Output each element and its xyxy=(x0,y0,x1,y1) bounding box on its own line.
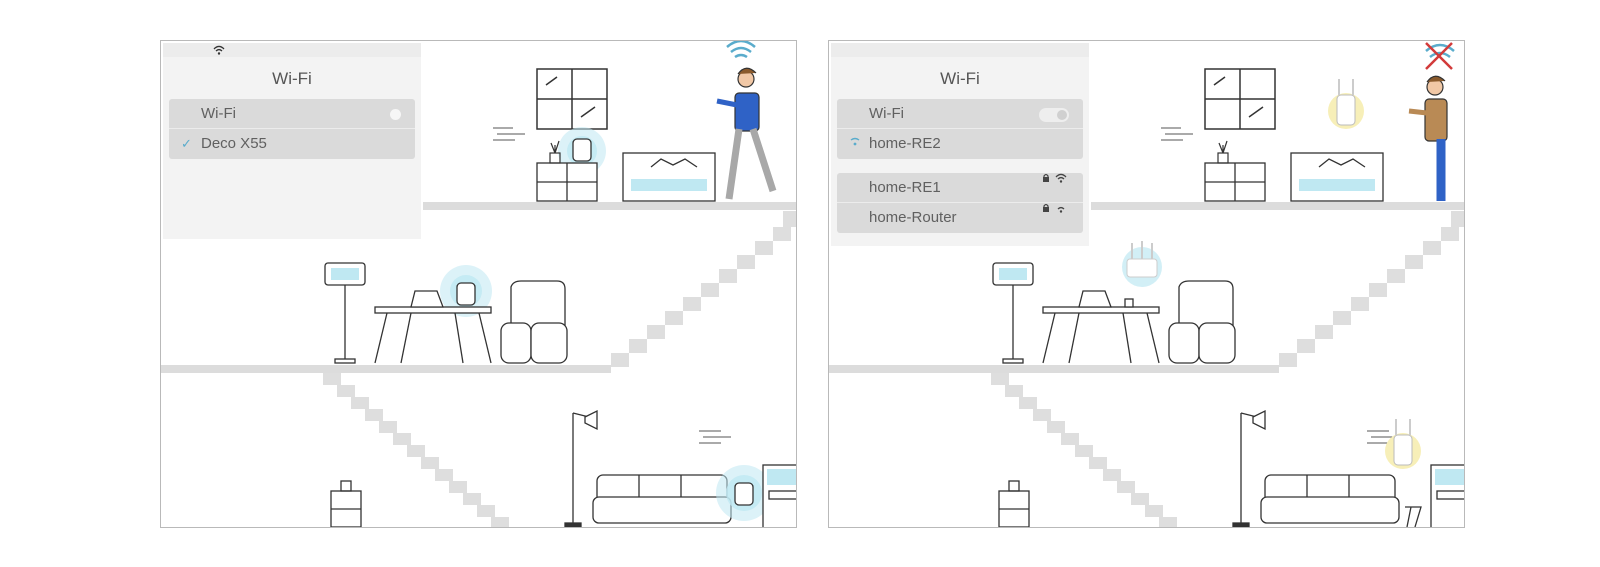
range-extender-re2 xyxy=(1336,94,1356,126)
lock-icon xyxy=(1043,203,1049,212)
floor-lamp xyxy=(324,262,366,364)
middle-floor xyxy=(161,365,611,373)
staircase-upper xyxy=(1279,211,1464,367)
wifi-weak-icon xyxy=(1057,206,1065,213)
network-item-deco[interactable]: ✓ Deco X55 xyxy=(169,129,415,159)
side-cabinet-lower xyxy=(330,480,362,527)
house-illustration xyxy=(161,41,796,527)
current-network-group: Wi-Fi home-RE2 xyxy=(837,99,1083,159)
panel-title: Wi-Fi xyxy=(272,69,312,88)
upper-floor xyxy=(423,202,796,210)
panel-title: Wi-Fi xyxy=(940,69,980,88)
house-illustration xyxy=(829,42,1464,527)
wifi-toggle[interactable] xyxy=(390,109,401,120)
wifi-toggle-label: Wi-Fi xyxy=(201,105,236,122)
tv-stand xyxy=(762,464,796,527)
staircase-lower xyxy=(323,373,509,527)
floor-lamp-lower xyxy=(564,409,598,527)
status-bar xyxy=(163,43,421,57)
desk xyxy=(374,290,492,364)
desk xyxy=(1042,290,1160,364)
wifi-toggle-row[interactable]: Wi-Fi xyxy=(169,99,415,129)
upper-floor xyxy=(1091,202,1464,210)
nightstand xyxy=(1204,162,1266,202)
network-item-home-re1[interactable]: home-RE1 xyxy=(837,173,1083,203)
person-walking xyxy=(716,67,777,200)
network-item-home-router[interactable]: home-Router xyxy=(837,203,1083,233)
armchair xyxy=(1168,280,1236,364)
side-cabinet-lower xyxy=(998,480,1030,527)
sofa xyxy=(1260,474,1400,524)
network-name: home-Router xyxy=(869,209,957,226)
plant xyxy=(1217,140,1229,164)
wifi-settings-panel: Wi-Fi Wi-Fi ✓ Deco X55 xyxy=(163,43,421,239)
bed xyxy=(622,152,716,202)
network-name: Deco X55 xyxy=(201,135,267,152)
bed xyxy=(1290,152,1384,202)
deco-unit-lower xyxy=(734,482,754,506)
other-networks-group: home-RE1 home-Router xyxy=(837,173,1083,233)
floor-lamp-lower xyxy=(1232,409,1266,527)
home-router xyxy=(1126,258,1158,278)
network-name: home-RE1 xyxy=(869,179,941,196)
wifi-toggle[interactable] xyxy=(1039,108,1069,122)
check-icon: ✓ xyxy=(181,136,192,151)
wifi-network-list: Wi-Fi ✓ Deco X55 xyxy=(169,99,415,159)
wifi-toggle-row[interactable]: Wi-Fi xyxy=(837,99,1083,129)
staircase-upper xyxy=(611,211,796,367)
no-signal-icon xyxy=(1425,42,1455,70)
network-name: home-RE2 xyxy=(869,135,941,152)
connecting-icon xyxy=(849,129,861,159)
plant xyxy=(549,140,561,164)
window xyxy=(1204,68,1276,130)
person-standing xyxy=(1408,75,1448,201)
wifi-settings-panel: Wi-Fi Wi-Fi home-RE2 home-RE1 xyxy=(831,43,1089,246)
network-item-home-re2[interactable]: home-RE2 xyxy=(837,129,1083,159)
wall-bricks xyxy=(493,127,525,141)
deco-unit-upper xyxy=(572,138,592,162)
wifi-icon xyxy=(213,45,225,55)
tv-stand xyxy=(1405,464,1464,527)
wifi-signal-strong xyxy=(726,41,756,59)
window xyxy=(536,68,608,130)
staircase-lower xyxy=(991,373,1177,527)
middle-floor xyxy=(829,365,1279,373)
status-bar xyxy=(831,43,1089,57)
wifi-icon xyxy=(1055,173,1067,183)
scene-deco-mesh: Wi-Fi Wi-Fi ✓ Deco X55 xyxy=(160,40,797,528)
wifi-toggle-label: Wi-Fi xyxy=(869,105,904,122)
wall-bricks xyxy=(1161,127,1193,141)
sofa xyxy=(592,474,732,524)
armchair xyxy=(500,280,568,364)
deco-unit-middle xyxy=(456,282,476,306)
lock-icon xyxy=(1043,173,1049,182)
range-extender-re1 xyxy=(1393,434,1413,466)
floor-lamp xyxy=(992,262,1034,364)
nightstand xyxy=(536,162,598,202)
scene-range-extenders: Wi-Fi Wi-Fi home-RE2 home-RE1 xyxy=(828,40,1465,528)
wall-bricks-lower xyxy=(699,430,731,444)
